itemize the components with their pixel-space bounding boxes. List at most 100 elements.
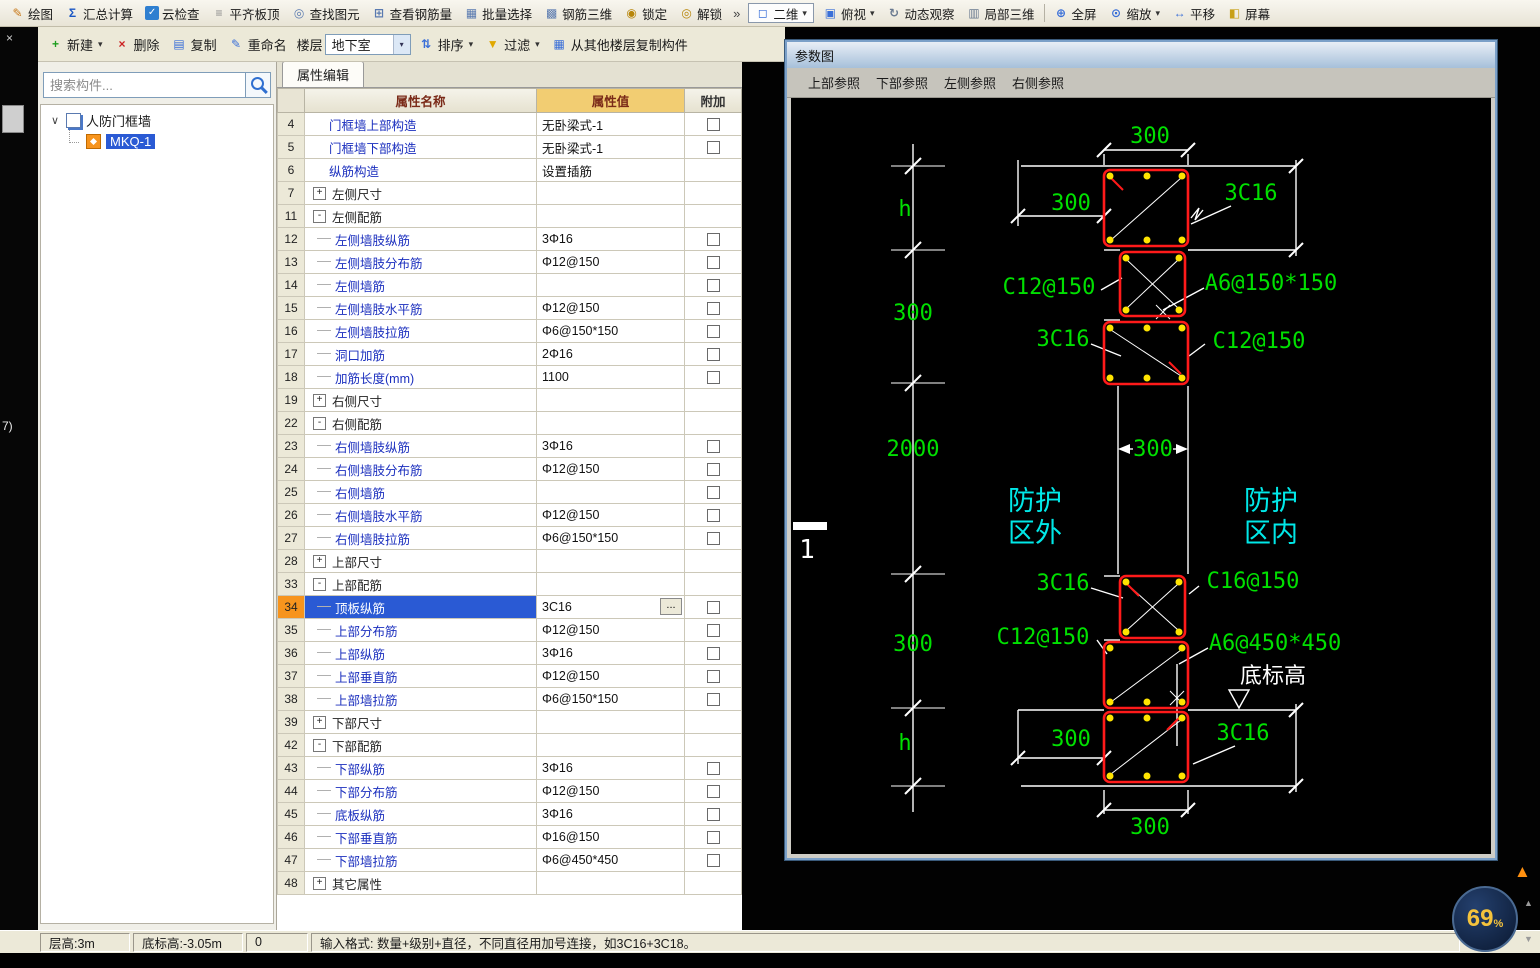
dialog-menu-item-0[interactable]: 上部参照 [805,71,863,94]
table-row[interactable]: 25右侧墙筋 [277,481,742,504]
extra-checkbox[interactable] [707,854,720,867]
table-row[interactable]: 11-左侧配筋 [277,205,742,228]
property-value-cell[interactable]: 3C16... [537,596,685,619]
table-row[interactable]: 17洞口加筋2Φ16 [277,343,742,366]
toolbar-item-copy[interactable]: ▤复制 [166,32,223,57]
dialog-menu-item-1[interactable]: 下部参照 [873,71,931,94]
expander-icon[interactable]: + [313,877,326,890]
property-value-cell[interactable]: Φ6@450*450 [537,849,685,872]
table-row[interactable]: 38上部墙拉筋Φ6@150*150 [277,688,742,711]
extra-checkbox[interactable] [707,693,720,706]
toolbar-item-zoom[interactable]: ⊙缩放▾ [1103,2,1167,25]
diagram-canvas[interactable]: 300h3003C16C12@150A6@150*1503003C16C12@1… [791,98,1491,854]
close-icon[interactable]: × [6,31,13,45]
extra-checkbox[interactable] [707,647,720,660]
property-value-cell[interactable]: 无卧梁式-1 [537,113,685,136]
table-row[interactable]: 12左侧墙肢纵筋3Φ16 [277,228,742,251]
property-value-cell[interactable] [537,182,685,205]
extra-checkbox[interactable] [707,371,720,384]
table-row[interactable]: 46下部垂直筋Φ16@150 [277,826,742,849]
table-row[interactable]: 23右侧墙肢纵筋3Φ16 [277,435,742,458]
toolbar-item-copy-from-floor[interactable]: ▦ 从其他楼层复制构件 [546,32,694,57]
property-value-cell[interactable] [537,573,685,596]
property-value-cell[interactable]: 3Φ16 [537,435,685,458]
property-value-cell[interactable] [537,550,685,573]
tree-node-root[interactable]: ∨ 人防门框墙 [41,110,273,131]
extra-checkbox[interactable] [707,233,720,246]
extra-checkbox[interactable] [707,256,720,269]
table-row[interactable]: 5门框墙下部构造无卧梁式-1 [277,136,742,159]
toolbar-item-top-view[interactable]: ▣俯视▾ [817,2,881,25]
extra-checkbox[interactable] [707,486,720,499]
property-value-cell[interactable]: Φ12@150 [537,504,685,527]
table-row[interactable]: 24右侧墙肢分布筋Φ12@150 [277,458,742,481]
property-value-cell[interactable] [537,481,685,504]
table-row[interactable]: 15左侧墙肢水平筋Φ12@150 [277,297,742,320]
ellipsis-button[interactable]: ... [660,598,682,615]
property-value-cell[interactable]: Φ12@150 [537,458,685,481]
extra-checkbox[interactable] [707,279,720,292]
toolbar-item-orbit[interactable]: ↻动态观察 [880,2,960,25]
property-value-cell[interactable]: 3Φ16 [537,803,685,826]
extra-checkbox[interactable] [707,348,720,361]
toolbar-item-lock[interactable]: ◉锁定 [618,2,673,25]
toolbar-item-local-3d[interactable]: ▥局部三维 [961,2,1041,25]
table-row[interactable]: 36上部纵筋3Φ16 [277,642,742,665]
extra-checkbox[interactable] [707,463,720,476]
property-value-cell[interactable]: 设置插筋 [537,159,685,182]
toolbar-item-draw[interactable]: ✎绘图 [4,2,59,25]
property-value-cell[interactable]: Φ12@150 [537,780,685,803]
expander-icon[interactable]: - [313,739,326,752]
progress-ball[interactable]: 69 % [1452,886,1518,952]
floor-combo[interactable]: 地下室 ▾ [325,34,411,55]
property-value-cell[interactable] [537,274,685,297]
property-value-cell[interactable]: Φ12@150 [537,251,685,274]
table-row[interactable]: 42-下部配筋 [277,734,742,757]
property-value-cell[interactable]: 无卧梁式-1 [537,136,685,159]
extra-checkbox[interactable] [707,808,720,821]
property-value-cell[interactable]: 3Φ16 [537,228,685,251]
table-row[interactable]: 44下部分布筋Φ12@150 [277,780,742,803]
search-button[interactable] [245,72,271,98]
table-row[interactable]: 33-上部配筋 [277,573,742,596]
extra-checkbox[interactable] [707,785,720,798]
toolbar-item-fullscreen[interactable]: ⊕全屏 [1048,2,1103,25]
table-row[interactable]: 37上部垂直筋Φ12@150 [277,665,742,688]
table-row[interactable]: 13左侧墙肢分布筋Φ12@150 [277,251,742,274]
table-row[interactable]: 48+其它属性 [277,872,742,895]
toolbar-item-delete[interactable]: ×删除 [109,32,166,57]
extra-checkbox[interactable] [707,118,720,131]
extra-checkbox[interactable] [707,302,720,315]
toolbar-item-view-2d[interactable]: ◻二维▾ [748,3,814,23]
combo-arrow-icon[interactable]: ▾ [393,35,410,54]
dialog-titlebar[interactable]: 参数图 [787,42,1495,68]
table-row[interactable]: 35上部分布筋Φ12@150 [277,619,742,642]
property-value-cell[interactable] [537,389,685,412]
extra-checkbox[interactable] [707,670,720,683]
table-row[interactable]: 34顶板纵筋3C16... [277,596,742,619]
property-value-cell[interactable]: 1100 [537,366,685,389]
toolbar-item-batch-select[interactable]: ▦批量选择 [458,2,538,25]
expander-icon[interactable]: + [313,555,326,568]
down-arrow-icon[interactable]: ▼ [1524,934,1533,944]
extra-checkbox[interactable] [707,601,720,614]
up-arrow-icon[interactable]: ▲ [1524,898,1533,908]
extra-checkbox[interactable] [707,831,720,844]
table-row[interactable]: 7+左侧尺寸 [277,182,742,205]
property-value-cell[interactable] [537,711,685,734]
table-row[interactable]: 39+下部尺寸 [277,711,742,734]
toolbar-item-rename[interactable]: ✎重命名 [223,32,293,57]
table-row[interactable]: 18加筋长度(mm)1100 [277,366,742,389]
extra-checkbox[interactable] [707,141,720,154]
table-row[interactable]: 26右侧墙肢水平筋Φ12@150 [277,504,742,527]
expander-icon[interactable]: - [313,417,326,430]
expander-icon[interactable]: + [313,394,326,407]
expander-icon[interactable]: - [313,210,326,223]
dialog-menu-item-3[interactable]: 右侧参照 [1009,71,1067,94]
toolbar-item-summary-calc[interactable]: Σ汇总计算 [59,2,139,25]
toolbar-item-unlock[interactable]: ◎解锁 [673,2,728,25]
table-row[interactable]: 43下部纵筋3Φ16 [277,757,742,780]
property-value-cell[interactable]: Φ6@150*150 [537,527,685,550]
expander-icon[interactable]: + [313,187,326,200]
dialog-menu-item-2[interactable]: 左侧参照 [941,71,999,94]
